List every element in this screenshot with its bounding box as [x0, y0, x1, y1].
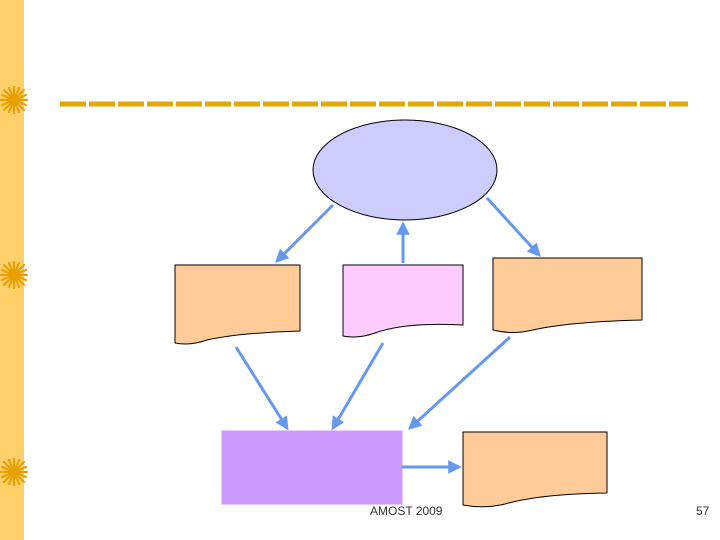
- bottom-process-box: [221, 430, 403, 505]
- sun-burst-icon: [0, 86, 28, 114]
- arrow-left-document-to-box: [234, 346, 289, 431]
- sun-burst-icon: [0, 261, 28, 289]
- sun-burst-icon: [0, 458, 28, 486]
- arrow-middle-document-to-box: [331, 342, 385, 431]
- arrow-right-document-to-box: [408, 335, 512, 430]
- bottom-right-document-shape: [462, 431, 608, 508]
- left-document-shape: [174, 264, 301, 345]
- top-ellipse: [312, 119, 498, 221]
- footer-conference-label: AMOST 2009: [370, 504, 443, 518]
- right-document-shape: [492, 257, 643, 333]
- footer-page-number: 57: [696, 504, 710, 518]
- arrow-ellipse-to-left-document: [275, 203, 335, 263]
- middle-document-shape: [342, 264, 464, 338]
- arrow-ellipse-to-right-document: [485, 196, 541, 257]
